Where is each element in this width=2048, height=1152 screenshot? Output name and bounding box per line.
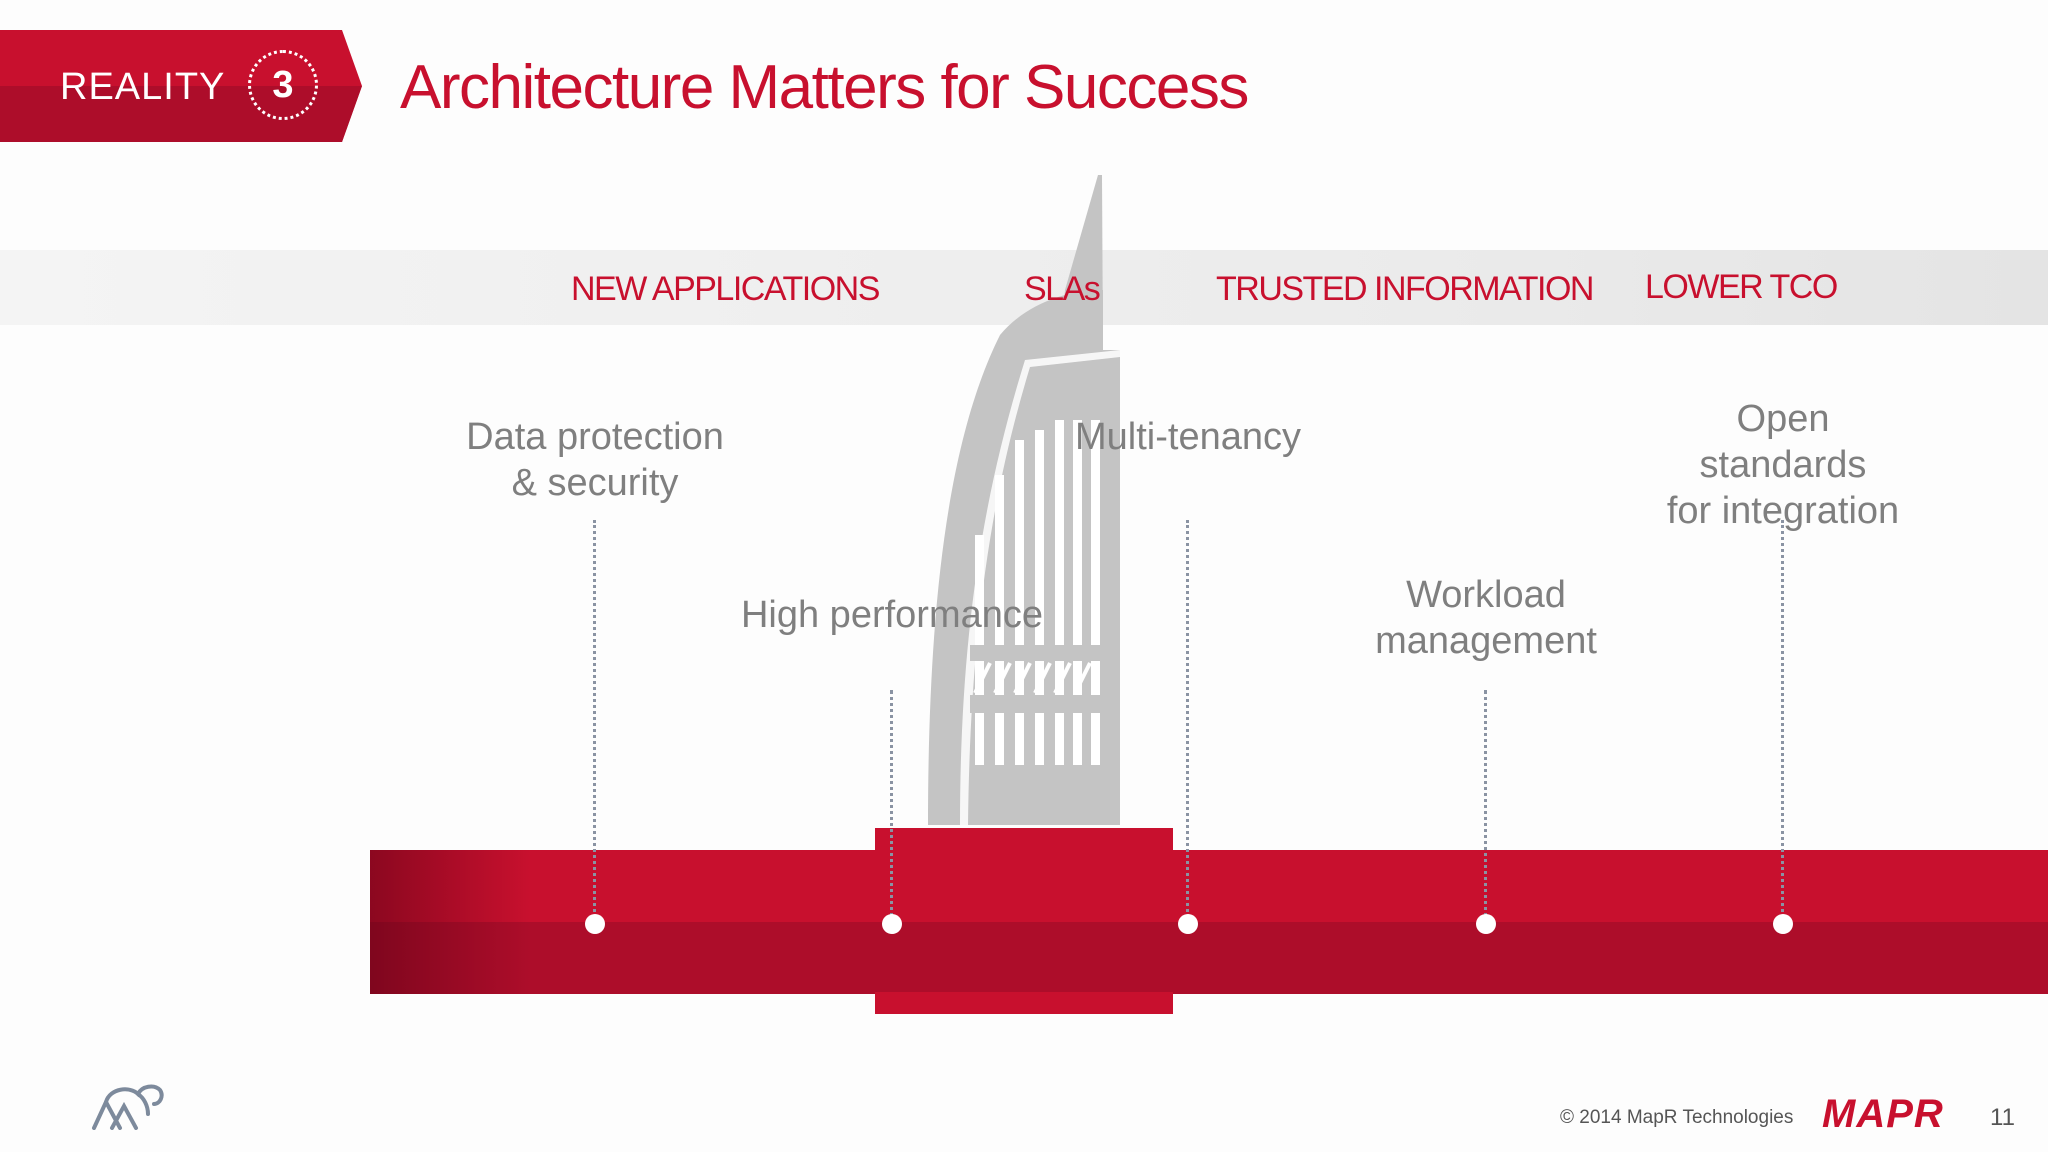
badge-number: 3: [248, 50, 318, 120]
connector-line: [1186, 520, 1189, 924]
connector-line: [1484, 690, 1487, 924]
feature-high-performance: High performance: [741, 592, 1043, 638]
mapr-logo-icon: MAPR: [1822, 1092, 1944, 1136]
feature-line: management: [1375, 620, 1597, 662]
foundation-bar: [370, 850, 2048, 994]
base-bottom-cap: [875, 992, 1173, 1014]
badge-label: REALITY: [60, 66, 226, 108]
tower-illustration: [928, 175, 1120, 825]
base-top-cap: [875, 828, 1173, 850]
copyright-text: © 2014 MapR Technologies: [1560, 1107, 1794, 1128]
feature-data-protection: Data protection & security: [466, 414, 724, 506]
feature-line: Data protection: [466, 416, 724, 458]
connector-line: [890, 690, 893, 924]
band-label-trusted-information: TRUSTED INFORMATION: [1216, 270, 1594, 308]
band-label-slas: SLAs: [1024, 270, 1101, 308]
band-label-new-applications: NEW APPLICATIONS: [571, 270, 880, 308]
feature-multi-tenancy: Multi-tenancy: [1075, 414, 1301, 460]
connector-dot: [1773, 914, 1793, 934]
page-title: Architecture Matters for Success: [400, 53, 1249, 122]
connector-dot: [1476, 914, 1496, 934]
connector-dot: [882, 914, 902, 934]
feature-workload-management: Workload management: [1375, 572, 1597, 664]
feature-line: Open standards: [1699, 398, 1867, 486]
connector-dot: [585, 914, 605, 934]
feature-line: Workload: [1406, 574, 1566, 616]
feature-line: & security: [511, 462, 679, 504]
connector-dot: [1178, 914, 1198, 934]
benefits-band: [0, 250, 2048, 325]
connector-line: [1781, 520, 1784, 924]
elephant-logo-icon: [92, 1084, 164, 1130]
page-number: 11: [1990, 1104, 2015, 1131]
feature-line: High performance: [740, 594, 1044, 636]
foundation-bar-shade: [370, 850, 530, 994]
feature-line: Multi-tenancy: [1075, 416, 1301, 458]
feature-open-standards: Open standards for integration: [1651, 396, 1916, 534]
connector-line: [593, 520, 596, 924]
band-label-lower-tco: LOWER TCO: [1645, 268, 1838, 306]
